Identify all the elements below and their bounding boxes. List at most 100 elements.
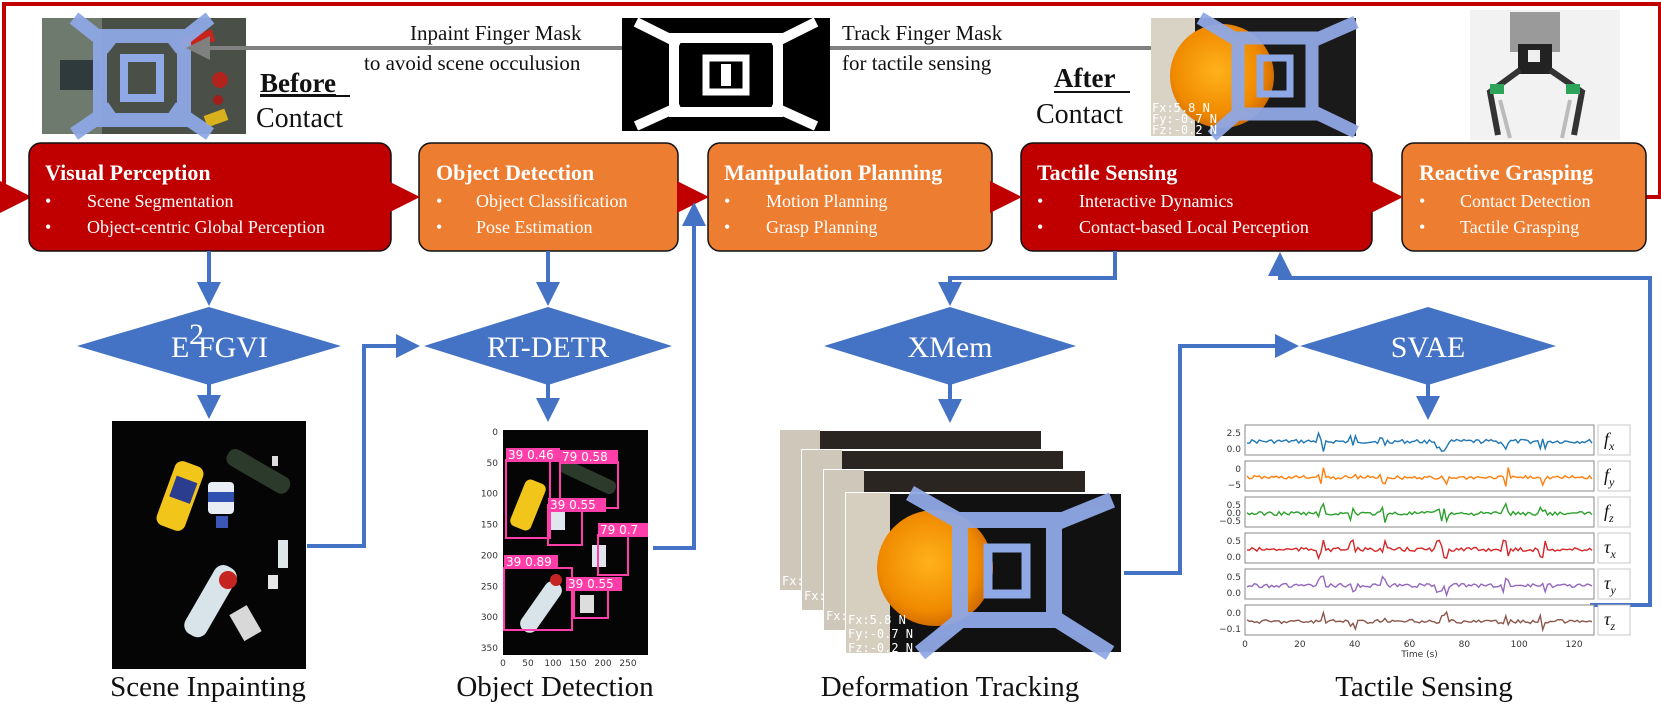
force-readout: Fy:-0.7 N xyxy=(848,627,913,641)
tactile-panel xyxy=(1244,424,1595,456)
tactile-series-line xyxy=(1246,609,1593,633)
detection-x-ticks: 0 50 100 150 200 250 xyxy=(500,659,637,669)
tactile-y-tick: 0.0 xyxy=(1227,609,1242,619)
svg-text:•: • xyxy=(1419,217,1425,237)
detection-x-tick: 200 xyxy=(594,659,611,669)
detection-x-tick: 50 xyxy=(522,659,534,669)
detection-y-tick: 100 xyxy=(481,490,498,500)
tactile-x-tick: 20 xyxy=(1294,640,1306,650)
stage-bullet: Contact Detection xyxy=(1460,191,1590,211)
stage-reactive-grasping: Reactive Grasping • Contact Detection • … xyxy=(1401,142,1647,252)
tactile-y-tick: 0.5 xyxy=(1227,501,1241,511)
stage-title: Object Detection xyxy=(436,160,594,185)
tactile-x-tick: 100 xyxy=(1511,640,1528,650)
stage-tactile-sensing: Tactile Sensing • Interactive Dynamics •… xyxy=(1020,142,1373,252)
detection-label: 39 0.46 xyxy=(508,448,554,462)
stage-bullet: Contact-based Local Perception xyxy=(1079,217,1309,237)
caption-object-detection: Object Detection xyxy=(456,671,654,703)
after-label: After xyxy=(1054,63,1115,93)
caption-deformation-tracking: Deformation Tracking xyxy=(821,671,1080,703)
stage-title: Manipulation Planning xyxy=(724,160,942,185)
tactile-y-tick: 0.5 xyxy=(1227,573,1241,583)
tactile-x-tick: 60 xyxy=(1404,640,1416,650)
force-readout: Fx:5.8 N xyxy=(848,613,906,627)
feedback-loop-arrow xyxy=(0,2,1661,213)
tactile-y-tick: 0.5 xyxy=(1227,537,1241,547)
stage-object-detection: Object Detection • Object Classification… xyxy=(418,142,679,252)
before-contact-label: Contact xyxy=(256,103,343,134)
tactile-series-line xyxy=(1246,501,1593,524)
tactile-series-label: τz xyxy=(1604,609,1615,633)
svg-text:•: • xyxy=(724,217,730,237)
svg-text:E: E xyxy=(171,331,189,364)
tactile-sensing-plot: 2.50.0fx0−5fy0.50.0−0.5fz0.50.0τx0.50.0τ… xyxy=(1219,424,1631,660)
stage-bullet: Scene Segmentation xyxy=(87,191,233,211)
tactile-x-tick: 0 xyxy=(1242,640,1248,650)
svg-text:•: • xyxy=(1037,191,1043,211)
flow-arrow xyxy=(307,334,420,548)
detection-x-tick: 250 xyxy=(619,659,636,669)
svg-text:•: • xyxy=(436,191,442,211)
tactile-y-tick: 2.5 xyxy=(1227,429,1241,439)
stage-title: Visual Perception xyxy=(45,160,211,185)
detection-x-tick: 100 xyxy=(544,659,561,669)
gripper-thumbnail xyxy=(1470,10,1620,140)
svg-text:•: • xyxy=(45,217,51,237)
stage-bullet: Pose Estimation xyxy=(476,217,593,237)
inpaint-text-1: Inpaint Finger Mask xyxy=(410,21,582,45)
stage-bullet: Motion Planning xyxy=(766,191,888,211)
model-e2fgvi: E 2 FGVI xyxy=(77,307,341,385)
model-svae: SVAE xyxy=(1300,307,1556,385)
stage-manipulation-planning: Manipulation Planning • Motion Planning … xyxy=(707,142,993,252)
after-contact-thumbnail: Fx:5.8 N Fy:-0.7 N Fz:-0.2 N xyxy=(1151,12,1359,141)
finger-mask-image xyxy=(622,17,830,131)
detection-y-tick: 200 xyxy=(481,551,498,561)
svg-text:•: • xyxy=(1037,217,1043,237)
force-readout: Fy:-0.7 N xyxy=(1152,112,1217,126)
tactile-y-tick: −0.1 xyxy=(1219,625,1241,635)
tactile-x-tick: 40 xyxy=(1349,640,1361,650)
stage-visual-perception: Visual Perception • Scene Segmentation •… xyxy=(28,142,392,252)
stage-bullet: Object Classification xyxy=(476,191,627,211)
tactile-series-line xyxy=(1246,430,1593,452)
deformation-tracking-stack: Fx: Fx: Fx: Fx:5.8 N Fy:-0.7 N xyxy=(779,429,1123,660)
track-text-1: Track Finger Mask xyxy=(842,21,1003,45)
svg-text:2: 2 xyxy=(189,318,204,351)
svg-text:FGVI: FGVI xyxy=(198,331,268,364)
detection-y-tick: 50 xyxy=(487,459,499,469)
tactile-series-label: fy xyxy=(1604,465,1615,489)
detection-label: 79 0.58 xyxy=(562,450,608,464)
detection-x-tick: 0 xyxy=(500,659,506,669)
tactile-series-label: fz xyxy=(1604,501,1614,525)
model-xmem: XMem xyxy=(824,307,1076,385)
tactile-y-tick: 0.0 xyxy=(1227,509,1242,519)
before-contact-thumbnail xyxy=(42,12,246,140)
stage-title: Reactive Grasping xyxy=(1419,160,1593,185)
flow-arrow xyxy=(1124,334,1299,575)
detection-y-tick: 250 xyxy=(481,582,498,592)
detection-label: 39 0.89 xyxy=(506,555,552,569)
force-readout: Fx:5.8 N xyxy=(1152,101,1210,115)
track-text-2: for tactile sensing xyxy=(842,51,992,75)
before-label: Before xyxy=(260,68,336,98)
tactile-y-tick: 0 xyxy=(1235,465,1241,475)
svg-text:•: • xyxy=(724,191,730,211)
stage-bullet: Grasp Planning xyxy=(766,217,878,237)
flow-arrow xyxy=(938,251,1117,306)
caption-scene-inpainting: Scene Inpainting xyxy=(110,671,306,703)
tactile-time-label: Time (s) xyxy=(1400,650,1438,660)
detection-y-tick: 350 xyxy=(481,644,498,654)
detection-x-tick: 150 xyxy=(569,659,586,669)
svg-text:•: • xyxy=(436,217,442,237)
tactile-y-tick: −0.5 xyxy=(1219,517,1241,527)
tactile-panel xyxy=(1244,604,1595,636)
force-readout: Fx: xyxy=(826,609,848,623)
tactile-series-label: fx xyxy=(1604,429,1615,453)
caption-tactile-sensing: Tactile Sensing xyxy=(1335,671,1513,703)
tactile-series-line xyxy=(1246,467,1593,488)
tactile-x-tick: 120 xyxy=(1565,640,1582,650)
force-readout: Fz:-0.2 N xyxy=(848,641,913,655)
svg-text:RT-DETR: RT-DETR xyxy=(487,331,609,364)
detection-y-tick: 150 xyxy=(481,521,498,531)
